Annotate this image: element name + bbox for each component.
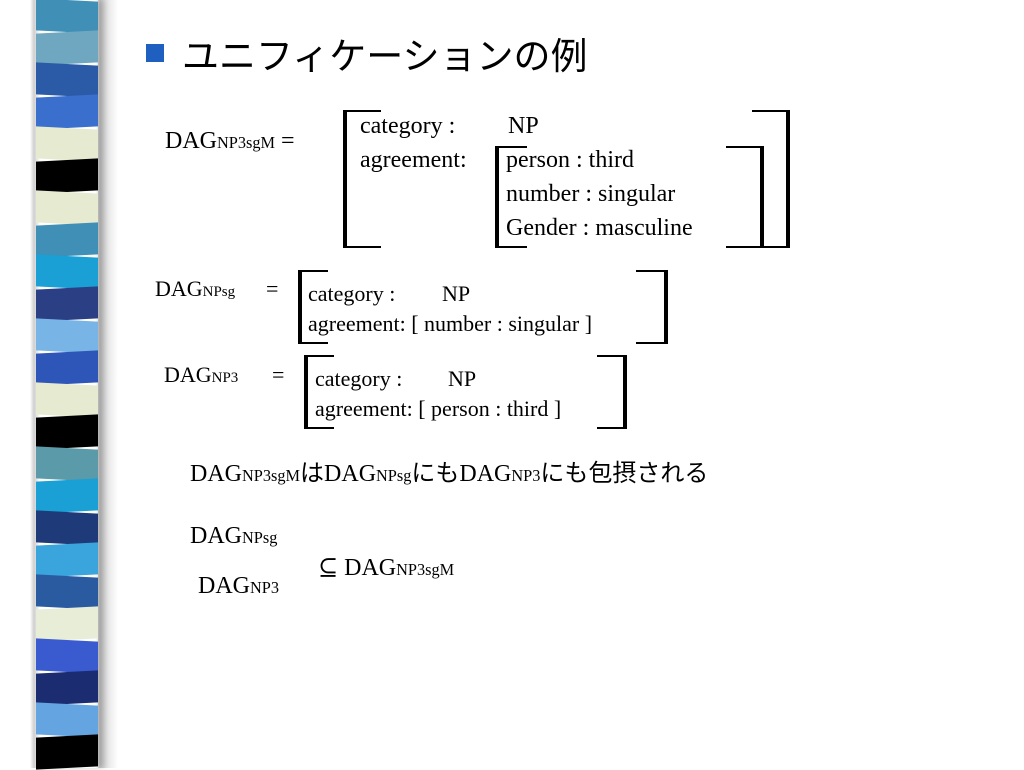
fs3-agreement: agreement: [ person : third ] [315, 396, 562, 421]
strip-block [36, 734, 98, 770]
fs1-agreement-label: agreement: [360, 147, 467, 173]
title-bullet [146, 44, 164, 62]
strip-block [36, 94, 98, 130]
strip-block [36, 574, 98, 610]
strip-block [36, 542, 98, 578]
strip-block [36, 510, 98, 546]
formula-left-2-base: DAG [198, 573, 250, 599]
sentence-part-1: DAG [190, 461, 242, 487]
fs2-category-value: NP [442, 281, 471, 306]
strip-block [36, 0, 98, 34]
decorative-strip-blocks [36, 0, 98, 770]
dag1-label: DAGNP3sgM = [165, 128, 295, 155]
strip-block [36, 222, 98, 258]
strip-block [36, 30, 98, 66]
strip-block [36, 62, 98, 98]
strip-block [36, 382, 98, 418]
sentence-part-2: はDAG [300, 461, 377, 487]
dag3-label: DAGNP3 [164, 362, 238, 388]
dag2-base: DAG [155, 276, 203, 301]
strip-block [36, 190, 98, 226]
strip-block [36, 318, 98, 354]
strip-block [36, 446, 98, 482]
sentence-part-3: にもDAG [411, 461, 512, 487]
strip-block [36, 478, 98, 514]
formula-left-1-base: DAG [190, 523, 242, 549]
fs1-category-value: NP [508, 113, 539, 139]
dag2-eq: = [266, 276, 279, 301]
fs3-left-bracket [304, 355, 334, 429]
formula-right: ⊆ DAGNP3sgM [318, 553, 454, 582]
dag1-eq: = [275, 128, 295, 154]
strip-block [36, 126, 98, 162]
dag3-sub: NP3 [211, 370, 239, 386]
sentence-sub-1: NP3sgM [242, 466, 301, 485]
dag3-base: DAG [164, 362, 212, 387]
fs2-right-bracket [636, 270, 668, 344]
fs2-agreement: agreement: [ number : singular ] [308, 311, 593, 336]
strip-block [36, 702, 98, 738]
fs2-category-label: category : [308, 281, 396, 306]
dag1-sub: NP3sgM [217, 133, 276, 152]
fs1-left-bracket [343, 110, 381, 248]
formula-left-2: DAGNP3 [198, 573, 279, 600]
dag2-sub: NPsg [202, 284, 236, 300]
fs1-person: person : third [506, 147, 634, 173]
fs2-left-bracket [298, 270, 328, 344]
subsumption-sentence: DAGNP3sgMはDAGNPsgにもDAGNP3にも包摂される [190, 453, 708, 488]
fs1-category-label: category : [360, 113, 456, 139]
formula-left-2-sub: NP3 [250, 578, 280, 597]
dag2-label: DAGNPsg [155, 276, 235, 302]
dag1-base: DAG [165, 128, 217, 154]
strip-block [36, 606, 98, 642]
fs3-category-label: category : [315, 366, 403, 391]
sentence-part-4: にも包摂される [540, 461, 709, 487]
fs1-number: number : singular [506, 181, 676, 207]
sentence-sub-3: NP3 [511, 466, 541, 485]
strip-block [36, 158, 98, 194]
strip-block [36, 254, 98, 290]
sentence-sub-2: NPsg [376, 466, 412, 485]
formula-right-sub: NP3sgM [396, 560, 455, 579]
strip-block [36, 350, 98, 386]
subset-symbol: ⊆ [318, 555, 339, 581]
fs1-right-bracket [752, 110, 790, 248]
decorative-strip [0, 0, 118, 770]
fs3-category-value: NP [448, 366, 477, 391]
strip-block [36, 670, 98, 706]
fs3-right-bracket [597, 355, 627, 429]
formula-left-1: DAGNPsg [190, 523, 277, 550]
formula-right-base: DAG [338, 555, 397, 581]
fs1-inner-right-bracket [726, 146, 764, 248]
fs1-gender: Gender : masculine [506, 215, 693, 241]
dag3-eq: = [272, 362, 285, 387]
strip-block [36, 286, 98, 322]
formula-left-1-sub: NPsg [242, 528, 278, 547]
page-title: ユニフィケーションの例 [182, 35, 588, 78]
strip-block [36, 638, 98, 674]
strip-block [36, 414, 98, 450]
fs1-inner-left-bracket [495, 146, 527, 248]
